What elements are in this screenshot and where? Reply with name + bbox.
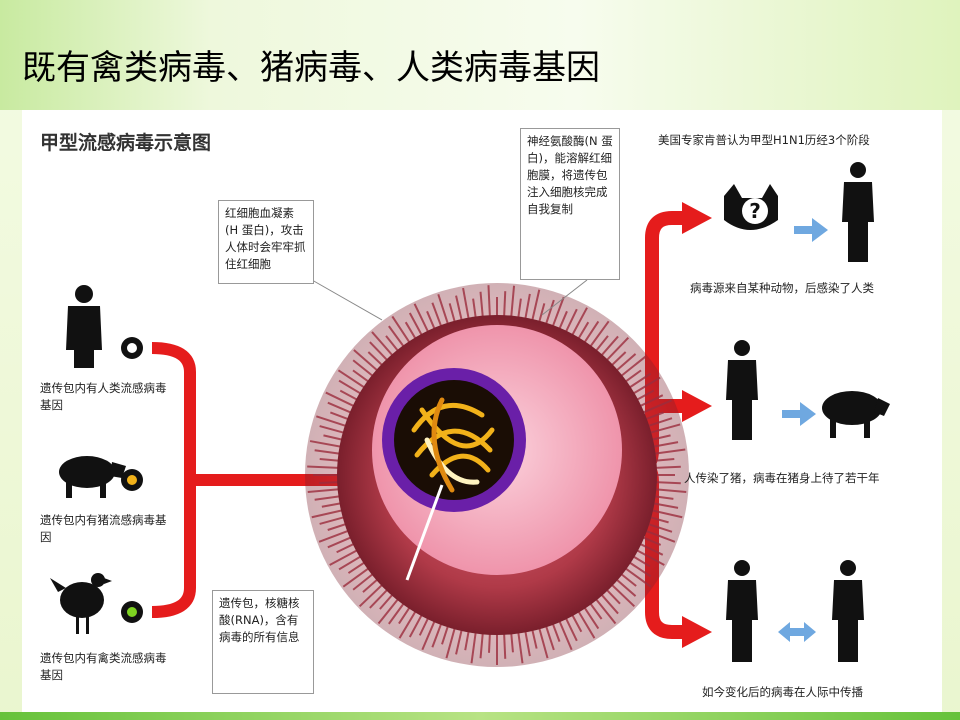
slide-title: 既有禽类病毒、猪病毒、人类病毒基因 bbox=[22, 48, 600, 88]
source-caption-chicken: 遗传包内有禽类流感病毒基因 bbox=[40, 651, 167, 682]
stage-2-caption: 人传染了猪，病毒在猪身上待了若干年 bbox=[684, 471, 880, 485]
h-protein-text: 红细胞血凝素(H 蛋白)，攻击人体时会牢牢抓住红细胞 bbox=[225, 206, 306, 271]
diagram-title: 甲型流感病毒示意图 bbox=[40, 132, 212, 154]
blue-arrow-2 bbox=[782, 402, 816, 426]
person-icon-2 bbox=[726, 340, 758, 440]
source-caption-pig: 遗传包内有猪流感病毒基因 bbox=[40, 513, 167, 544]
virus-particle bbox=[305, 283, 689, 667]
stages-header: 美国专家肯普认为甲型H1N1历经3个阶段 bbox=[658, 133, 870, 147]
pig-virus-icon bbox=[121, 469, 143, 491]
pig-icon-2 bbox=[822, 391, 890, 438]
diagram-graphics bbox=[50, 162, 890, 667]
person-icon-4 bbox=[832, 560, 864, 662]
rna-text: 遗传包，核糖核酸(RNA)，含有病毒的所有信息 bbox=[219, 596, 300, 644]
rna-strands bbox=[411, 397, 495, 493]
h-protein-callout: 红细胞血凝素(H 蛋白)，攻击人体时会牢牢抓住红细胞 bbox=[218, 200, 314, 284]
source-caption-human: 遗传包内有人类流感病毒基因 bbox=[40, 381, 167, 412]
influenza-diagram: 甲型流感病毒示意图 bbox=[22, 110, 942, 714]
chicken-icon bbox=[50, 573, 112, 634]
n-protein-callout: 神经氨酸酶(N 蛋白)，能溶解红细胞膜，将遗传包注入细胞核完成自我复制 bbox=[520, 128, 620, 280]
blue-arrow-1 bbox=[794, 218, 828, 242]
person-icon-1 bbox=[842, 162, 874, 262]
human-icon bbox=[66, 285, 102, 368]
stage-1-caption: 病毒源来自某种动物，后感染了人类 bbox=[690, 281, 874, 295]
person-icon-3 bbox=[726, 560, 758, 662]
stage-3-caption: 如今变化后的病毒在人际中传播 bbox=[702, 685, 863, 699]
human-virus-icon bbox=[121, 337, 143, 359]
bird-virus-icon bbox=[121, 601, 143, 623]
blue-double-arrow bbox=[778, 622, 816, 642]
question-mark: ? bbox=[742, 198, 768, 224]
pig-icon bbox=[59, 456, 126, 498]
slide-footer-band bbox=[0, 712, 960, 720]
rna-callout: 遗传包，核糖核酸(RNA)，含有病毒的所有信息 bbox=[212, 590, 314, 694]
slide-header-band bbox=[0, 0, 960, 110]
n-protein-text: 神经氨酸酶(N 蛋白)，能溶解红细胞膜，将遗传包注入细胞核完成自我复制 bbox=[527, 134, 613, 216]
